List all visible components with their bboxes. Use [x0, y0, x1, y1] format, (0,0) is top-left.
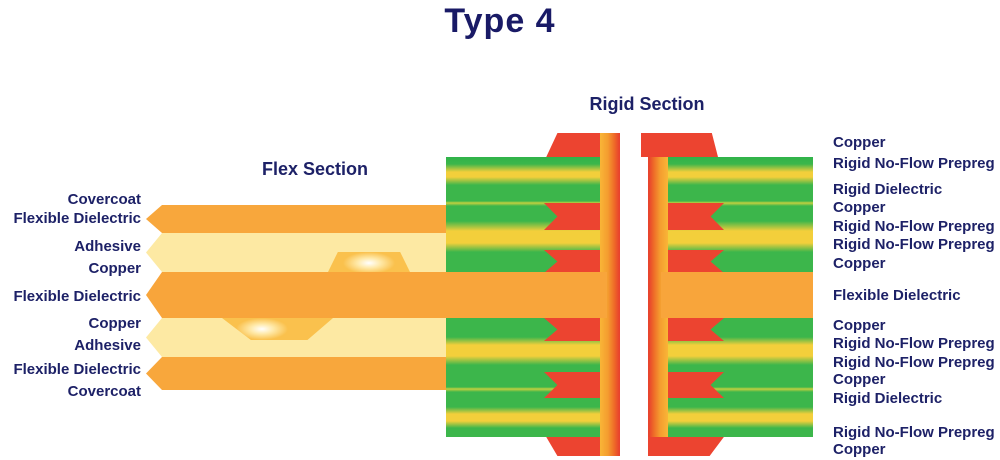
label-rigid-dielectric-1: Rigid Dielectric — [833, 181, 943, 198]
copper-wedge-left-3 — [544, 250, 600, 273]
copper-cap-top-left — [546, 133, 600, 157]
label-rigid-copper-5: Copper — [833, 371, 886, 388]
label-rigid-prepreg-1: Rigid No-Flow Prepreg — [833, 155, 995, 172]
copper-cap-bottom-right — [648, 437, 724, 456]
label-rigid-prepreg-6: Rigid No-Flow Prepreg — [833, 424, 995, 441]
copper-wedge-right-3 — [668, 250, 724, 273]
label-copper-top: Copper — [88, 260, 142, 277]
copper-pad-top — [328, 252, 410, 272]
copper-cap-top-right — [641, 133, 718, 157]
label-rigid-prepreg-3: Rigid No-Flow Prepreg — [833, 236, 995, 253]
label-flexible-dielectric-core: Flexible Dielectric — [13, 288, 141, 305]
flex-band-covercoat-top — [146, 205, 446, 233]
flex-band-covercoat-bottom — [146, 357, 446, 390]
copper-wedge-left-4 — [544, 318, 600, 341]
flexible-dielectric-core-left — [146, 272, 607, 318]
label-covercoat-bottom: Covercoat — [67, 383, 141, 400]
label-rigid-flexible-dielectric: Flexible Dielectric — [833, 287, 961, 304]
page-title: Type 4 — [444, 2, 556, 40]
label-rigid-copper-2: Copper — [833, 199, 886, 216]
label-adhesive-bottom: Adhesive — [74, 337, 141, 354]
label-rigid-dielectric-2: Rigid Dielectric — [833, 390, 943, 407]
label-covercoat-top: Covercoat — [67, 191, 141, 208]
label-rigid-copper-4: Copper — [833, 317, 886, 334]
via-barrel-right — [648, 133, 668, 456]
copper-pad-bottom — [222, 318, 333, 340]
flexible-dielectric-core-right — [661, 272, 813, 318]
label-rigid-copper-1: Copper — [833, 134, 886, 151]
label-flexible-dielectric-top: Flexible Dielectric — [13, 210, 141, 227]
label-flexible-dielectric-bottom: Flexible Dielectric — [13, 361, 141, 378]
copper-wedge-right-4 — [668, 318, 724, 341]
label-adhesive-top: Adhesive — [74, 238, 141, 255]
flex-section-label: Flex Section — [261, 159, 369, 179]
label-rigid-copper-6: Copper — [833, 441, 886, 458]
label-rigid-prepreg-5: Rigid No-Flow Prepreg — [833, 354, 995, 371]
label-rigid-prepreg-4: Rigid No-Flow Prepreg — [833, 335, 995, 352]
via-barrel-left — [600, 133, 620, 456]
label-copper-bottom: Copper — [88, 315, 142, 332]
label-rigid-prepreg-2: Rigid No-Flow Prepreg — [833, 218, 995, 235]
rigid-section-label: Rigid Section — [589, 94, 705, 114]
copper-cap-bottom-left — [546, 437, 600, 456]
label-rigid-copper-3: Copper — [833, 255, 886, 272]
